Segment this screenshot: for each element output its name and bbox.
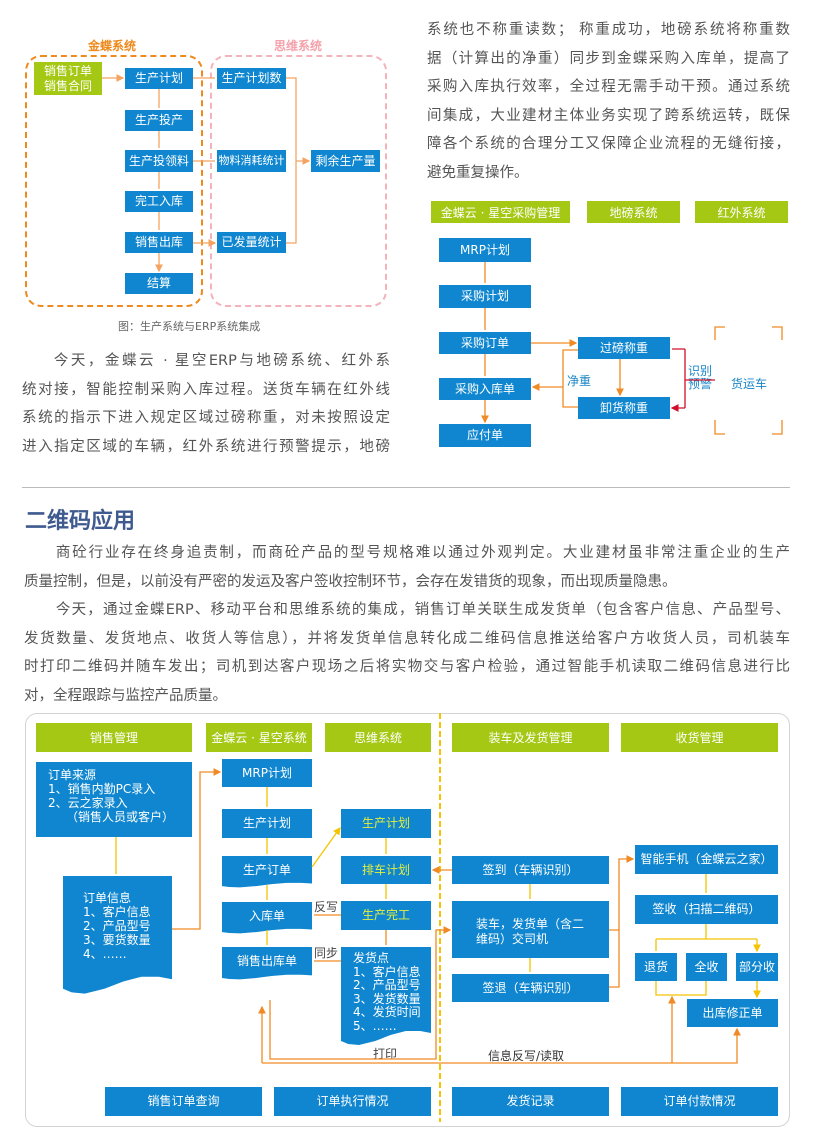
sales-order-box: 销售订单销售合同	[34, 62, 102, 95]
header-infrared: 红外系统	[695, 201, 788, 223]
box-line: 5、……	[353, 1018, 397, 1033]
section-title: 二维码应用	[25, 509, 136, 534]
header-kingdee-purchase: 金蝶云 · 星空采购管理	[431, 201, 570, 223]
box-sales-out: 销售出库	[125, 232, 193, 253]
header-weighbridge: 地磅系统	[587, 201, 680, 223]
box-sign-scan: 签收（扫描二维码）	[635, 895, 778, 924]
text-line: 质量控制，但是，以前没有严密的发运及客户签收控制环节，会存在发错货的现象，而出现…	[24, 573, 677, 590]
box-material-stats: 物料消耗统计	[217, 150, 286, 172]
box-weigh-out: 卸货称重	[578, 397, 670, 419]
box-line: 4、……	[83, 947, 127, 961]
label-net-weight: 净重	[567, 374, 592, 388]
box-plan-quantity: 生产计划数	[217, 68, 286, 89]
text-line: 障各个系统的合理分工又保障企业流程的无缝衔接，	[427, 136, 790, 152]
box-outbound-correction: 出库修正单	[687, 999, 778, 1027]
box-weigh-in: 过磅称重	[578, 337, 670, 359]
label-truck: 货运车	[731, 377, 768, 391]
text-line: 采购入库执行效率，全过程无需手动干预。通过系统	[427, 79, 790, 95]
paragraph-integration-intro: 今天，金蝶云 · 星空ERP与地磅系统、红外系 统对接，智能控制采购入库过程。送…	[22, 347, 390, 461]
box-production-plan-2: 生产计划	[222, 809, 312, 838]
box-siwei-production-plan: 生产计划	[341, 809, 431, 838]
label-identify-warn: 识别预警	[688, 364, 713, 392]
header-receiving: 收货管理	[621, 723, 778, 752]
section-divider	[22, 487, 790, 488]
box-line: 订单信息	[83, 891, 132, 905]
header-siwei-system: 思维系统	[325, 723, 431, 752]
box-line: 销售合同	[43, 78, 92, 93]
text-line: 今天，通过金蝶ERP、移动平台和思维系统的集成，销售订单关联生成发货单（包含客户…	[55, 602, 790, 618]
box-line: 维码）交司机	[476, 932, 549, 946]
box-production-plan: 生产计划	[125, 68, 193, 89]
text-line: 避免重复操作。	[427, 164, 529, 181]
header-sales-mgmt: 销售管理	[36, 723, 192, 752]
label-sync: 同步	[314, 946, 339, 960]
box-vehicle-schedule: 排车计划	[341, 856, 431, 884]
box-settlement: 结算	[125, 273, 193, 294]
box-line: 订单来源	[48, 768, 97, 782]
text-line: 发货数量、发货地点、收货人等信息），并将发货单信息转化成二维码信息推送给客户方收…	[24, 630, 790, 647]
box-line: 4、发货时间	[353, 1005, 421, 1019]
paragraph-qr-application: 商砼行业存在终身追责制，而商砼产品的型号规格难以通过外观判定。大业建材虽非常注重…	[24, 539, 790, 710]
box-purchase-order: 采购订单	[439, 332, 531, 354]
footer-order-payment: 订单付款情况	[621, 1087, 778, 1116]
box-check-out: 签退（车辆识别）	[452, 974, 609, 1002]
label-writeback: 反写	[314, 900, 339, 914]
label-info-rw: 信息反写/读取	[488, 1049, 565, 1063]
text-line: 据（计算出的净重）同步到金蝶采购入库单，提高了	[427, 50, 790, 67]
box-order-source: 订单来源 1、销售内勤PC录入 2、云之家录入 （销售人员或客户）	[36, 762, 192, 837]
text-line: 进入指定区域的车辆，红外系统进行预警提示，地磅	[22, 438, 390, 455]
group-label-kingdee: 金蝶系统	[88, 39, 137, 53]
box-production-complete: 生产完工	[341, 901, 431, 930]
box-mrp-plan-2: MRP计划	[222, 759, 312, 787]
box-remaining-production: 剩余生产量	[311, 150, 380, 172]
box-line: 2、产品型号	[353, 978, 421, 992]
box-line: 3、要货数量	[83, 933, 151, 947]
box-purchase-plan: 采购计划	[439, 285, 531, 308]
box-line: 1、销售内勤PC录入	[48, 782, 156, 796]
text-line: 系统也不称重读数； 称重成功，地磅系统将称重数	[427, 22, 790, 38]
box-line: 2、云之家录入	[48, 796, 128, 810]
box-mrp-plan: MRP计划	[439, 238, 531, 262]
box-material-issue: 生产投领料	[125, 150, 193, 172]
paragraph-integration-cont: 系统也不称重读数； 称重成功，地磅系统将称重数 据（计算出的净重）同步到金蝶采购…	[427, 16, 790, 187]
box-partial-receipt: 部分收	[736, 953, 778, 981]
box-smartphone: 智能手机（金蝶云之家）	[635, 845, 778, 874]
label-print: 打印	[373, 1047, 398, 1061]
figure-caption: 图：生产系统与ERP系统集成	[118, 320, 261, 333]
box-completion-stockin: 完工入库	[125, 191, 193, 212]
diagram-qr-flow-frame	[25, 713, 790, 1127]
siwei-group-border	[210, 55, 387, 307]
header-loading-shipping: 装车及发货管理	[452, 723, 609, 752]
box-production-start: 生产投产	[125, 110, 193, 131]
text-line: 间集成，大业建材主体业务实现了跨系统运转，既保	[427, 107, 790, 124]
text-line: 对，全程跟踪与监控产品质量。	[24, 687, 227, 704]
box-purchase-receipt: 采购入库单	[439, 378, 531, 400]
box-line: 1、客户信息	[353, 964, 421, 979]
box-payable: 应付单	[439, 424, 531, 447]
box-check-in: 签到（车辆识别）	[452, 856, 609, 884]
footer-sales-order-query: 销售订单查询	[105, 1087, 262, 1116]
box-line: 2、产品型号	[83, 919, 151, 933]
box-shipped-stats: 已发量统计	[217, 232, 286, 253]
box-loading-waybill: 装车，发货单（含二 维码）交司机	[452, 901, 609, 958]
footer-order-execution: 订单执行情况	[274, 1087, 431, 1116]
box-return: 退货	[635, 953, 677, 981]
text-line: 预警	[688, 377, 713, 392]
text-line: 时打印二维码并随车发出；司机到达客户现场之后将实物交与客户检验，通过智能手机读取…	[24, 659, 790, 675]
box-line: 发货点	[353, 951, 390, 965]
text-line: 商砼行业存在终身追责制，而商砼产品的型号规格难以通过外观判定。大业建材虽非常注重…	[55, 545, 790, 561]
box-line: 装车，发货单（含二	[476, 917, 585, 931]
group-label-siwei: 思维系统	[274, 39, 323, 53]
footer-shipping-record: 发货记录	[452, 1087, 609, 1116]
text-line: 今天，金蝶云 · 星空ERP与地磅系统、红外系	[53, 353, 390, 369]
box-line: （销售人员或客户）	[66, 810, 175, 824]
box-line: 3、发货数量	[353, 991, 421, 1006]
text-line: 系统的指示下进入规定区域过磅称重，对未按照设定	[22, 410, 390, 426]
box-line: 1、客户信息	[83, 905, 151, 919]
header-kingdee-system: 金蝶云 · 星空系统	[206, 723, 312, 752]
box-full-receipt: 全收	[686, 953, 727, 981]
box-line: 销售订单	[43, 64, 92, 79]
text-line: 统对接，智能控制采购入库过程。送货车辆在红外线	[22, 381, 390, 398]
